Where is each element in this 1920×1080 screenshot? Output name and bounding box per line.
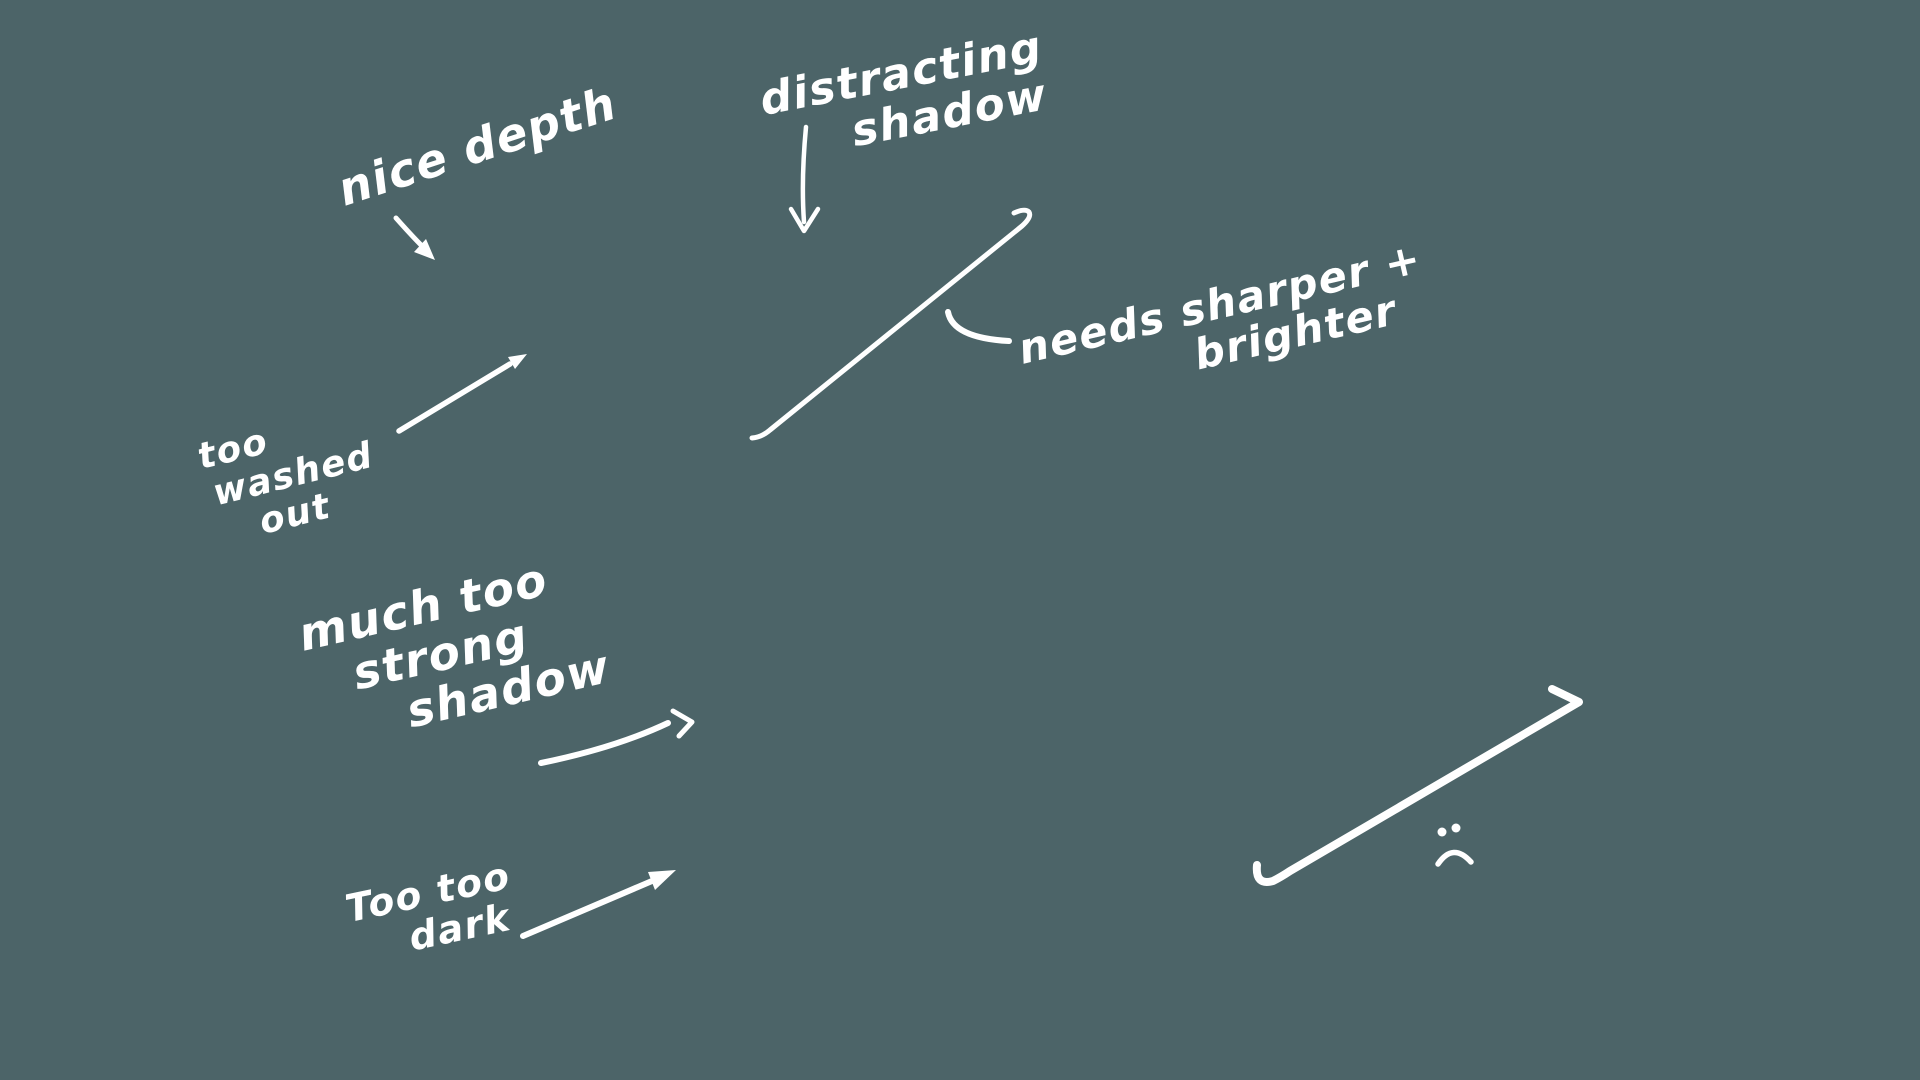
too-too-dark-arrow [520, 870, 676, 939]
too-washed-out-arrow [396, 354, 527, 434]
diagonal-stroke-upper [749, 207, 1033, 441]
diagonal-stroke-lower [1252, 685, 1583, 886]
sad-face-icon [1435, 823, 1474, 867]
distracting-shadow-arrow [788, 124, 821, 234]
strong-shadow-arrow [538, 708, 695, 766]
needs-sharper-leader-curve [945, 309, 1012, 344]
nice-depth-arrow [393, 215, 435, 260]
